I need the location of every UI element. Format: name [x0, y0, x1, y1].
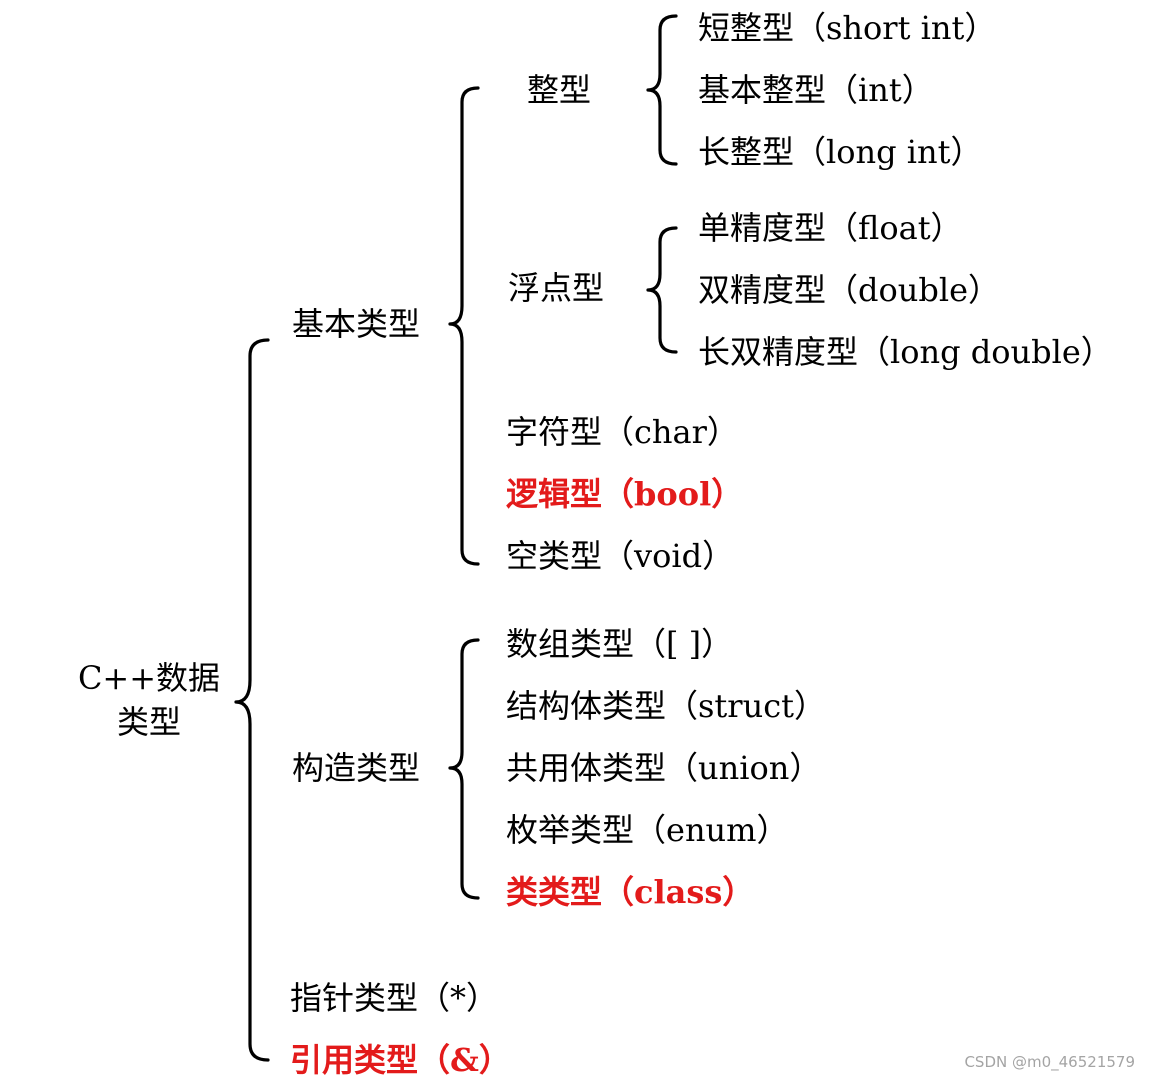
union-item: 共用体类型（union） — [506, 749, 822, 787]
basic-type-label: 基本类型 — [292, 305, 421, 343]
class-item: 类类型（class） — [506, 873, 755, 911]
reference-type-label: 引用类型（&） — [290, 1041, 511, 1079]
construct-type-brace — [448, 638, 480, 900]
root-label-line2: 类型 — [116, 703, 181, 741]
void-item: 空类型（void） — [506, 537, 735, 575]
short-int-item: 短整型（short int） — [698, 9, 997, 47]
root-label-line1: C++数据 — [77, 659, 221, 697]
array-item: 数组类型（[ ]） — [506, 625, 734, 663]
watermark: CSDN @m0_46521579 — [964, 1053, 1135, 1071]
integer-brace — [646, 14, 678, 166]
bool-item: 逻辑型（bool） — [506, 475, 744, 513]
long-int-item: 长整型（long int） — [698, 133, 983, 171]
float-brace — [646, 226, 678, 354]
long-double-item: 长双精度型（long double） — [698, 333, 1113, 371]
pointer-type-label: 指针类型（*） — [290, 979, 499, 1017]
float-item: 单精度型（float） — [698, 209, 963, 247]
basic-type-brace — [448, 86, 480, 566]
construct-type-label: 构造类型 — [292, 749, 421, 787]
int-item: 基本整型（int） — [698, 71, 934, 109]
enum-item: 枚举类型（enum） — [506, 811, 789, 849]
struct-item: 结构体类型（struct） — [506, 687, 826, 725]
integer-type-label: 整型 — [527, 71, 592, 109]
float-type-label: 浮点型 — [508, 269, 605, 307]
root-node: C++数据 类型 — [76, 656, 222, 744]
double-item: 双精度型（double） — [698, 271, 1001, 309]
char-item: 字符型（char） — [506, 413, 739, 451]
root-brace — [234, 338, 270, 1062]
